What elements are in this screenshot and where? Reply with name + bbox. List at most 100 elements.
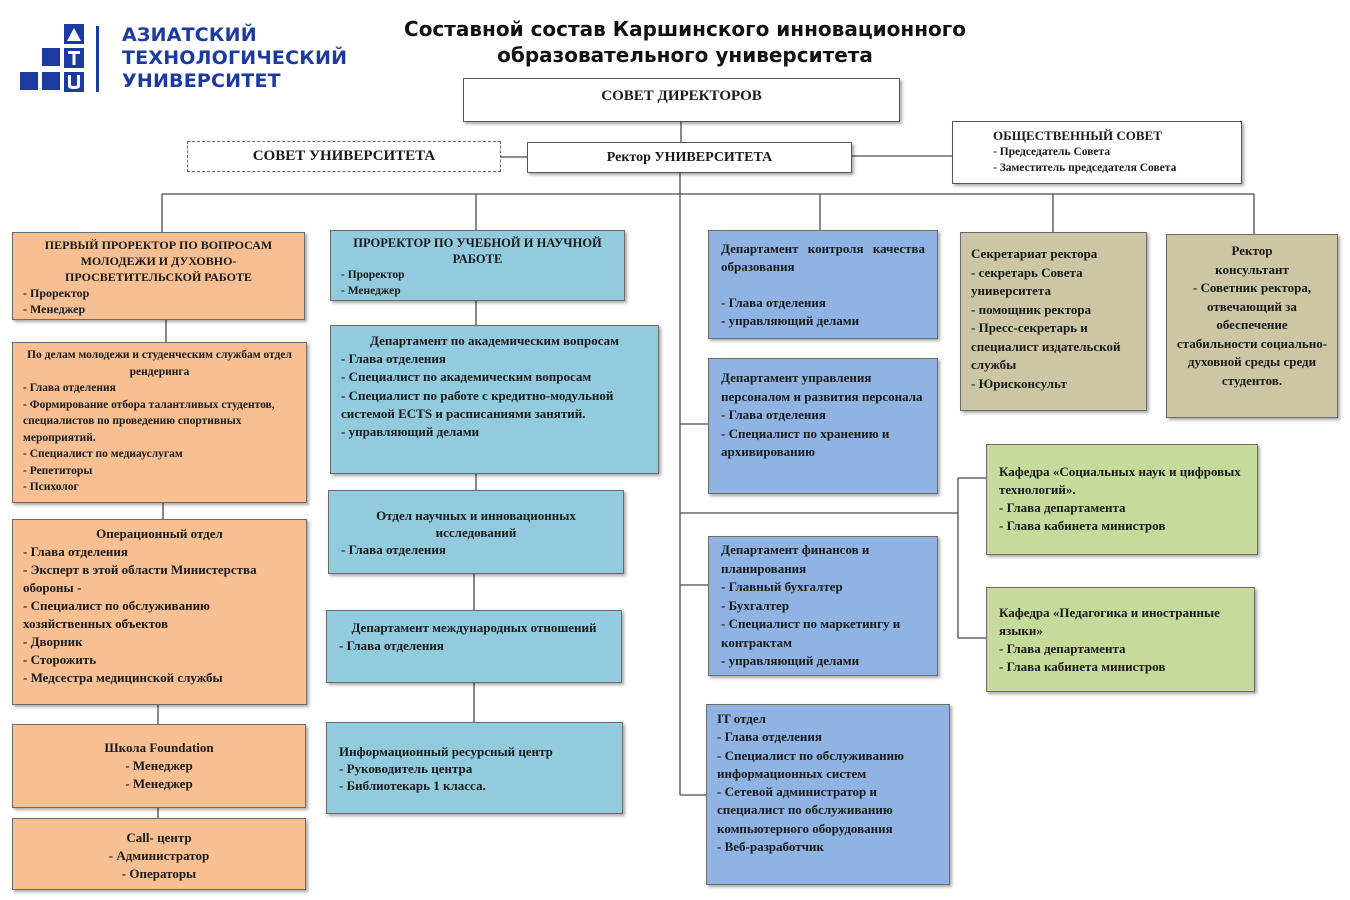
foundation-school-item: - Менеджер	[125, 776, 193, 791]
academic-affairs-title: Департамент по академическим вопросам	[370, 333, 619, 348]
youth-affairs-title: По делам молодежи и студенческим службам…	[27, 349, 292, 378]
university-council-title: СОВЕТ УНИВЕРСИТЕТА	[252, 148, 436, 164]
atu-logo-mark-icon	[20, 24, 99, 92]
operations-item: - Сторожить	[23, 652, 97, 667]
info-resource-center-item: - Библиотекарь 1 класса.	[339, 778, 486, 793]
rector-secretariat-item: - Юрисконсульт	[971, 375, 1067, 391]
academic-affairs-item: - управляющий делами	[341, 424, 480, 440]
public-council-item: - Заместитель председателя Совета	[993, 162, 1177, 174]
call-center-title: Call- центр	[126, 830, 192, 845]
finance-dept-item: - Бухгалтер	[721, 597, 790, 613]
board-title: СОВЕТ ДИРЕКТОРОВ	[601, 88, 762, 104]
page-title: Составной состав Каршинского инновационн…	[340, 16, 1030, 68]
university-logo: АЗИАТСКИЙ ТЕХНОЛОГИЧЕСКИЙ УНИВЕРСИТЕТ	[16, 24, 347, 96]
logo-text: АЗИАТСКИЙ ТЕХНОЛОГИЧЕСКИЙ УНИВЕРСИТЕТ	[122, 24, 347, 93]
youth-affairs-box: По делам молодежи и студенческим службам…	[12, 342, 307, 503]
title-line-2: образовательного университета	[497, 43, 873, 67]
rector-box: Ректор УНИВЕРСИТЕТА	[527, 142, 852, 173]
rector-consultant-item: - Советник ректора, отвечающий за обеспе…	[1176, 280, 1328, 388]
first-vice-rector-item: - Проректор	[23, 286, 90, 300]
social-sciences-dept-title: Кафедра «Социальных наук и цифровых техн…	[999, 464, 1241, 497]
hr-dept-title: Департамент управления персоналом и разв…	[721, 370, 923, 404]
social-sciences-dept-box: Кафедра «Социальных наук и цифровых техн…	[986, 444, 1258, 555]
international-dept-box: Департамент международных отношений - Гл…	[326, 610, 622, 683]
pedagogy-dept-title: Кафедра «Педагогика и иностранные языки»	[999, 605, 1220, 638]
pedagogy-dept-item: - Глава кабинета министров	[999, 659, 1166, 674]
academic-affairs-item: - Специалист по работе с кредитно-модуль…	[341, 387, 614, 421]
rector-consultant-title: консультант	[1215, 261, 1289, 277]
public-council-title: ОБЩЕСТВЕННЫЙ СОВЕТ	[993, 128, 1162, 143]
it-dept-item: - Сетевой администратор и специалист по …	[717, 784, 893, 836]
social-sciences-dept-item: - Глава кабинета министров	[999, 518, 1166, 533]
rector-secretariat-box: Секретариат ректора - секретарь Совета у…	[960, 232, 1147, 411]
foundation-school-title: Школа Foundation	[104, 740, 214, 755]
research-dept-item: - Глава отделения	[341, 542, 446, 557]
it-dept-item: - Специалист по обслуживанию информацион…	[717, 747, 904, 781]
first-vice-rector-box: ПЕРВЫЙ ПРОРЕКТОР ПО ВОПРОСАМ МОЛОДЕЖИ И …	[12, 232, 305, 320]
logo-line-2: ТЕХНОЛОГИЧЕСКИЙ	[122, 47, 348, 69]
info-resource-center-title: Информационный ресурсный центр	[339, 744, 553, 759]
finance-dept-item: - управляющий делами	[721, 653, 860, 668]
call-center-box: Call- центр - Администратор - Операторы	[12, 818, 306, 890]
rector-secretariat-item: - Пресс-секретарь и специалист издательс…	[971, 320, 1121, 372]
operations-title: Операционный отдел	[96, 526, 223, 541]
operations-box: Операционный отдел - Глава отделения - Э…	[12, 519, 307, 705]
board-of-directors-box: СОВЕТ ДИРЕКТОРОВ	[463, 78, 900, 122]
foundation-school-box: Школа Foundation - Менеджер - Менеджер	[12, 724, 306, 808]
info-resource-center-item: - Руководитель центра	[339, 761, 473, 776]
quality-control-title: Департамент контроля качества образовани…	[721, 241, 925, 274]
quality-control-item: - управляющий делами	[721, 313, 860, 328]
info-resource-center-box: Информационный ресурсный центр - Руковод…	[326, 722, 623, 814]
academic-affairs-item: - Глава отделения	[341, 351, 446, 367]
operations-item: - Дворник	[23, 634, 83, 649]
public-council-box: ОБЩЕСТВЕННЫЙ СОВЕТ - Председатель Совета…	[952, 121, 1242, 184]
research-dept-box: Отдел научных и инновационных исследован…	[328, 490, 624, 574]
call-center-item: - Операторы	[121, 866, 197, 881]
vice-rector-academic-box: ПРОРЕКТОР ПО УЧЕБНОЙ И НАУЧНОЙ РАБОТЕ - …	[330, 230, 625, 301]
hr-dept-item: - Специалист по хранению и архивированию	[721, 425, 890, 460]
operations-item: - Эксперт в этой области Министерства об…	[23, 562, 257, 595]
hr-dept-item: - Глава отделения	[721, 407, 826, 422]
research-dept-title: Отдел научных и инновационных исследован…	[376, 508, 576, 540]
first-vice-rector-title: ПЕРВЫЙ ПРОРЕКТОР ПО ВОПРОСАМ МОЛОДЕЖИ И …	[44, 238, 273, 284]
it-dept-item: - Глава отделения	[717, 729, 822, 745]
finance-dept-box: Департамент финансов и планирования - Гл…	[708, 536, 938, 676]
operations-item: - Специалист по обслуживанию хозяйственн…	[23, 598, 210, 631]
pedagogy-dept-box: Кафедра «Педагогика и иностранные языки»…	[986, 587, 1255, 692]
youth-affairs-item: - Репетиторы	[23, 464, 93, 477]
call-center-item: - Администратор	[108, 848, 210, 863]
public-council-item: - Председатель Совета	[993, 146, 1111, 158]
international-dept-item: - Глава отделения	[339, 638, 444, 653]
rector-title: Ректор УНИВЕРСИТЕТА	[606, 150, 773, 165]
first-vice-rector-item: - Менеджер	[23, 302, 86, 316]
logo-line-3: УНИВЕРСИТЕТ	[122, 70, 281, 92]
finance-dept-title: Департамент финансов и планирования	[721, 542, 870, 576]
international-dept-title: Департамент международных отношений	[351, 620, 597, 635]
rector-consultant-box: Ректор консультант - Советник ректора, о…	[1166, 234, 1338, 418]
logo-line-1: АЗИАТСКИЙ	[122, 24, 257, 46]
operations-item: - Медсестра медицинской службы	[23, 670, 223, 685]
hr-dept-box: Департамент управления персоналом и разв…	[708, 358, 938, 494]
vice-rector-academic-title: ПРОРЕКТОР ПО УЧЕБНОЙ И НАУЧНОЙ РАБОТЕ	[353, 236, 602, 266]
rector-secretariat-item: - помощник ректора	[971, 301, 1092, 317]
quality-control-item: - Глава отделения	[721, 295, 826, 310]
youth-affairs-item: - Формирование отбора талантливых студен…	[23, 398, 275, 444]
social-sciences-dept-item: - Глава департамента	[999, 500, 1126, 515]
vice-rector-academic-item: - Менеджер	[341, 285, 401, 297]
rector-secretariat-title: Секретариат ректора	[971, 246, 1098, 261]
finance-dept-item: - Главный бухгалтер	[721, 579, 843, 594]
finance-dept-item: - Специалист по маркетингу и контрактам	[721, 616, 901, 650]
title-line-1: Составной состав Каршинского инновационн…	[404, 17, 966, 41]
pedagogy-dept-item: - Глава департамента	[999, 641, 1126, 656]
it-dept-box: IT отдел - Глава отделения - Специалист …	[706, 704, 950, 885]
youth-affairs-item: - Специалист по медиауслугам	[23, 448, 183, 460]
foundation-school-item: - Менеджер	[125, 758, 193, 773]
university-council-box: СОВЕТ УНИВЕРСИТЕТА	[187, 141, 501, 172]
operations-item: - Глава отделения	[23, 544, 128, 559]
vice-rector-academic-item: - Проректор	[341, 269, 405, 281]
youth-affairs-item: - Психолог	[23, 481, 79, 493]
it-dept-title: IT отдел	[717, 711, 766, 726]
rector-consultant-title: Ректор	[1231, 243, 1273, 258]
academic-affairs-item: - Специалист по академическим вопросам	[341, 369, 592, 385]
